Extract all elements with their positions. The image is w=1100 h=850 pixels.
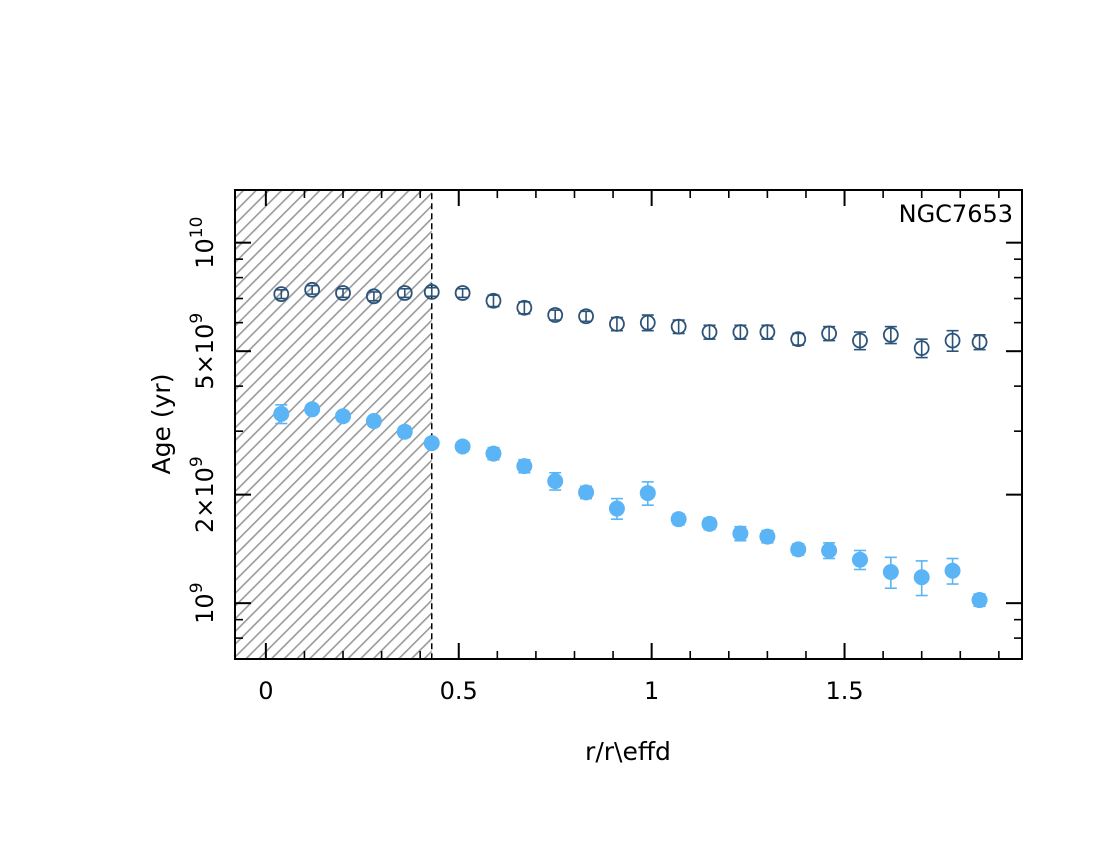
data-point (516, 458, 533, 475)
data-point (365, 288, 382, 305)
data-point (273, 286, 290, 303)
data-point (454, 438, 471, 455)
y-tick-prefix: 2×10 (191, 467, 219, 533)
y-tick-prefix: 5×10 (191, 324, 219, 390)
y-axis-title: Age (yr) (147, 374, 176, 475)
data-point (913, 569, 930, 586)
data-point (790, 541, 807, 558)
data-point (396, 285, 413, 301)
data-point (578, 484, 595, 501)
y-tick-prefix: 10 (191, 238, 219, 269)
y-tick-label: 1010 (187, 217, 219, 269)
shaded-region (234, 189, 433, 660)
data-point (454, 285, 471, 301)
data-point (485, 445, 502, 462)
y-tick-label: 5×109 (187, 313, 219, 390)
data-point (944, 562, 961, 579)
y-tick-exponent: 9 (187, 456, 207, 467)
data-point (423, 435, 440, 452)
series-1 (273, 281, 988, 359)
data-point (423, 284, 440, 300)
data-point (547, 307, 564, 323)
data-point (971, 334, 988, 350)
x-tick-label: 0 (258, 677, 273, 705)
x-tick-label: 1 (644, 677, 659, 705)
data-point (759, 528, 776, 545)
data-point (516, 299, 533, 316)
data-point (821, 542, 838, 559)
plot-frame (234, 189, 1023, 660)
data-point (851, 551, 868, 568)
x-tick-label: 0.5 (440, 677, 478, 705)
data-point (913, 340, 930, 356)
data-point (639, 314, 656, 331)
data-point (701, 515, 718, 532)
data-point (732, 324, 749, 340)
data-point (608, 500, 625, 517)
data-point (485, 292, 502, 309)
data-point (701, 324, 718, 340)
data-point (639, 485, 656, 502)
y-tick-exponent: 9 (187, 582, 207, 593)
data-point (335, 285, 351, 301)
data-point (609, 316, 625, 332)
data-point (759, 324, 776, 340)
data-point (578, 308, 594, 325)
x-axis-title: r/r\effd (585, 737, 671, 766)
x-tick-label: 1.5 (825, 677, 863, 705)
data-point (304, 281, 321, 298)
data-point (304, 401, 321, 418)
y-tick-exponent: 10 (187, 217, 207, 239)
data-point (882, 564, 899, 581)
series-2 (273, 401, 988, 609)
data-point (944, 332, 961, 349)
data-point (852, 332, 868, 349)
data-point (821, 325, 838, 342)
data-point (670, 511, 687, 528)
y-tick-label: 2×109 (187, 456, 219, 533)
y-tick-prefix: 10 (191, 593, 219, 624)
y-tick-exponent: 9 (187, 313, 207, 324)
data-point (790, 331, 807, 348)
data-point (670, 318, 687, 335)
data-point (396, 423, 413, 440)
data-point (882, 326, 899, 343)
data-point (365, 413, 382, 430)
y-tick-label: 109 (187, 582, 219, 623)
data-point (732, 525, 749, 542)
data-point (273, 405, 290, 422)
annotation-label: NGC7653 (899, 200, 1013, 228)
data-point (335, 408, 352, 425)
data-point (547, 473, 564, 490)
data-point (971, 592, 988, 609)
